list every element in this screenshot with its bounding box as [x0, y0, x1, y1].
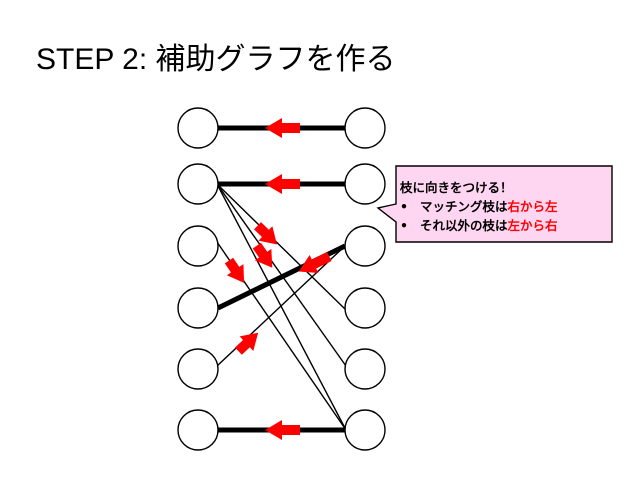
direction-arrows [224, 118, 332, 440]
callout-bullet-text: マッチング枝は [420, 199, 508, 214]
right-node [344, 225, 386, 267]
callout-bullet-highlight: 左から右 [507, 218, 558, 233]
arrow-icon [265, 420, 300, 440]
left-nodes [177, 107, 219, 451]
edge-l1-r3 [216, 183, 347, 311]
bullet-symbol: • [400, 199, 408, 214]
callout-bullet-highlight: 右から左 [507, 199, 558, 214]
edge-l1-r5 [216, 183, 347, 431]
right-node [344, 409, 386, 451]
right-node [344, 107, 386, 149]
left-node [177, 409, 219, 451]
bullet-symbol: • [400, 218, 408, 233]
callout-text: 枝に向きをつける！ • マッチング枝は右から左 • それ以外の枝は左から右 [400, 178, 558, 235]
arrow-icon [265, 118, 300, 138]
left-node [177, 287, 219, 329]
right-node [344, 287, 386, 329]
left-node [177, 107, 219, 149]
arrow-icon [265, 174, 300, 194]
non-matching-edges [216, 183, 347, 431]
callout-bubble [376, 165, 613, 243]
right-node [344, 163, 386, 205]
callout-bullet: • それ以外の枝は左から右 [400, 216, 558, 235]
left-node [177, 348, 219, 390]
left-node [177, 163, 219, 205]
slide-title: STEP 2: 補助グラフを作る [36, 43, 396, 76]
right-nodes [344, 107, 386, 451]
arrow-icon [224, 257, 245, 283]
callout-bullet-text: それ以外の枝は [420, 218, 508, 233]
arrow-icon [298, 252, 332, 273]
arrow-icon [235, 332, 259, 355]
left-node [177, 225, 219, 267]
callout-heading: 枝に向きをつける！ [400, 180, 513, 195]
right-node [344, 348, 386, 390]
arrow-icon [254, 222, 277, 245]
callout-bullet: • マッチング枝は右から左 [400, 197, 558, 216]
arrow-icon [252, 242, 273, 268]
